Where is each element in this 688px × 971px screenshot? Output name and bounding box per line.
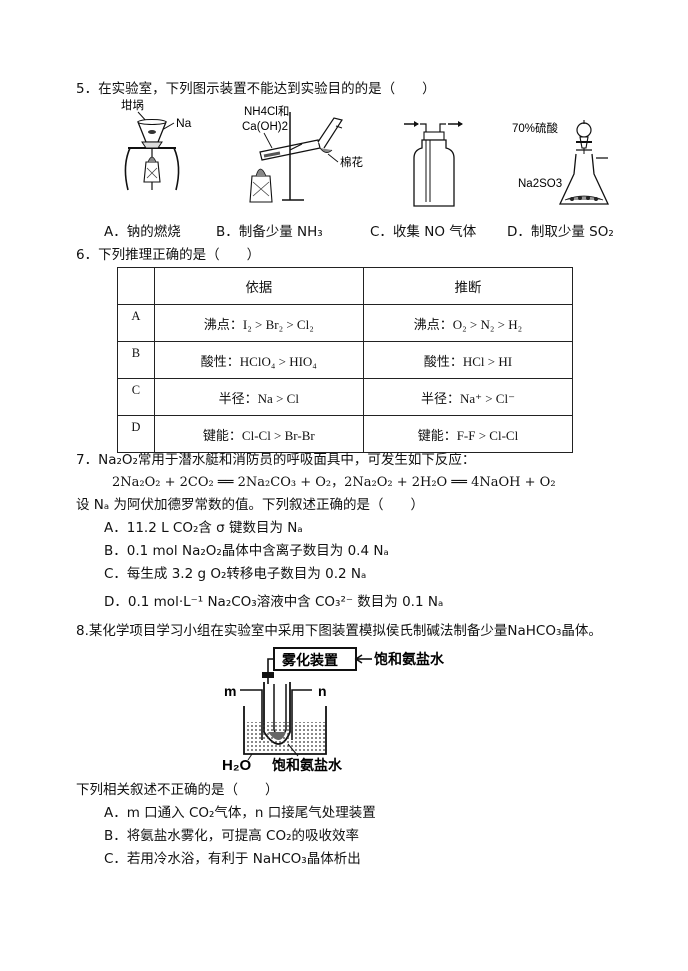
basis-cell: 键能：Cl-Cl > Br-Br (153, 415, 364, 453)
fig-d-label-1: 70%硫酸 (512, 121, 559, 135)
bottom-brine-label: 饱和氨盐水 (272, 757, 343, 773)
q8-option-c: C．若用冷水浴，有利于 NaHCO₃晶体析出 (104, 851, 361, 867)
q7-option-b: B．0.1 mol Na₂O₂晶体中含离子数目为 0.4 Nₐ (104, 543, 389, 559)
table-header-cell (117, 267, 155, 305)
q6-stem: 6．下列推理正确的是（ ） (76, 247, 261, 263)
q8-option-a: A．m 口通入 CO₂气体，n 口接尾气处理装置 (104, 805, 376, 821)
q5-option-a: A．钠的燃烧 (104, 224, 181, 240)
q5-figure-b: NH4Cl和 Ca(OH)2 棉花 (242, 105, 363, 203)
q8-option-b: B．将氨盐水雾化，可提高 CO₂的吸收效率 (104, 828, 360, 844)
table-row: C 半径：Na > Cl 半径：Na⁺ > Cl⁻ (117, 378, 574, 416)
fig-a-label-na: Na (176, 116, 192, 130)
n-label: n (318, 683, 327, 699)
q5-figure-c (404, 121, 463, 207)
q7-option-c: C．每生成 3.2 g O₂转移电子数目为 0.2 Nₐ (104, 566, 367, 582)
inference-cell: 酸性：HCl > HI (362, 341, 574, 379)
atomizer-label: 雾化装置 (281, 652, 338, 668)
row-label: C (117, 378, 155, 416)
table-header-cell: 依据 (153, 267, 364, 305)
q5-option-b: B．制备少量 NH₃ (216, 224, 323, 240)
q5-option-d: D．制取少量 SO₂ (507, 224, 614, 240)
table-header-row: 依据 推断 (117, 267, 574, 305)
fig-d-label-2: Na2SO3 (518, 178, 562, 190)
table-row: B 酸性：HClO₄ > HIO₄ 酸性：HCl > HI (117, 341, 574, 379)
q8-stem: 8.某化学项目学习小组在实验室中采用下图装置模拟侯氏制碱法制备少量NaHCO₃晶… (76, 623, 602, 639)
q6-table: 依据 推断 A 沸点：I₂ > Br₂ > Cl₂ 沸点：O₂ > N₂ > H… (117, 267, 574, 453)
inference-cell: 沸点：O₂ > N₂ > H₂ (362, 304, 574, 342)
q7-stem2: 设 Nₐ 为阿伏加德罗常数的值。下列叙述正确的是（ ） (76, 497, 424, 513)
table-row: A 沸点：I₂ > Br₂ > Cl₂ 沸点：O₂ > N₂ > H₂ (117, 304, 574, 342)
basis-cell: 沸点：I₂ > Br₂ > Cl₂ (153, 304, 364, 342)
inference-cell: 键能：F-F > Cl-Cl (362, 415, 574, 453)
q7-option-d: D．0.1 mol·L⁻¹ Na₂CO₃溶液中含 CO₃²⁻ 数目为 0.1 N… (104, 594, 444, 610)
row-label: D (117, 415, 155, 453)
inference-cell: 半径：Na⁺ > Cl⁻ (362, 378, 574, 416)
fig-b-label-1: NH4Cl和 (244, 105, 289, 118)
q5-figure-d: 70%硫酸 Na2SO3 (512, 120, 610, 205)
table-row: D 键能：Cl-Cl > Br-Br 键能：F-F > Cl-Cl (117, 415, 574, 453)
fig-a-label-crucible: 坩埚 (121, 98, 144, 112)
q5-figure-a: 坩埚 Na (121, 98, 192, 191)
right-brine-label: 饱和氨盐水 (374, 651, 445, 667)
row-label: A (117, 304, 155, 342)
fig-b-label-2: Ca(OH)2 (242, 121, 288, 133)
m-label: m (224, 683, 236, 699)
water-label: H₂O (222, 757, 251, 774)
basis-cell: 半径：Na > Cl (153, 378, 364, 416)
row-label: B (117, 341, 155, 379)
q5-stem: 5．在实验室，下列图示装置不能达到实验目的的是（ ） (76, 81, 436, 97)
fig-b-label-3: 棉花 (340, 155, 363, 169)
q5-option-c: C．收集 NO 气体 (370, 224, 477, 240)
basis-cell: 酸性：HClO₄ > HIO₄ (153, 341, 364, 379)
q8-figure: 雾化装置 饱和氨盐水 m n H₂O 饱和氨盐水 (222, 647, 445, 774)
q7-option-a: A．11.2 L CO₂含 σ 键数目为 Nₐ (104, 520, 303, 536)
table-header-cell: 推断 (362, 267, 574, 305)
q7-equation: 2Na₂O₂ + 2CO₂ ══ 2Na₂CO₃ + O₂，2Na₂O₂ + 2… (112, 475, 556, 490)
q8-stem2: 下列相关叙述不正确的是（ ） (76, 782, 279, 798)
q7-stem: 7．Na₂O₂常用于潜水艇和消防员的呼吸面具中，可发生如下反应： (76, 452, 476, 468)
